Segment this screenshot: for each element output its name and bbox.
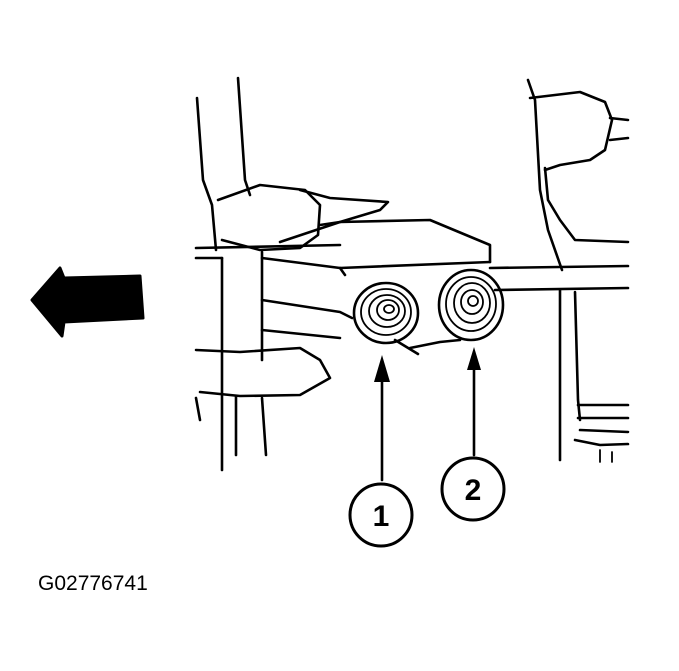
callout-pointer-1: [374, 355, 390, 482]
connector-1: [352, 281, 420, 345]
left-bracket-structure: [194, 76, 390, 472]
figure-id: G02776741: [38, 572, 148, 595]
connector-2: [437, 268, 505, 342]
callout-pointer-2: [467, 347, 481, 457]
callout-bubble-1: 1: [348, 482, 414, 548]
left-arrow-icon: [30, 266, 145, 338]
callout-bubble-2: 2: [440, 456, 506, 522]
callout-label-2: 2: [465, 474, 482, 507]
right-side-structure: [194, 78, 630, 463]
sensor-housing: [260, 218, 492, 356]
callout-label-1: 1: [373, 500, 390, 533]
